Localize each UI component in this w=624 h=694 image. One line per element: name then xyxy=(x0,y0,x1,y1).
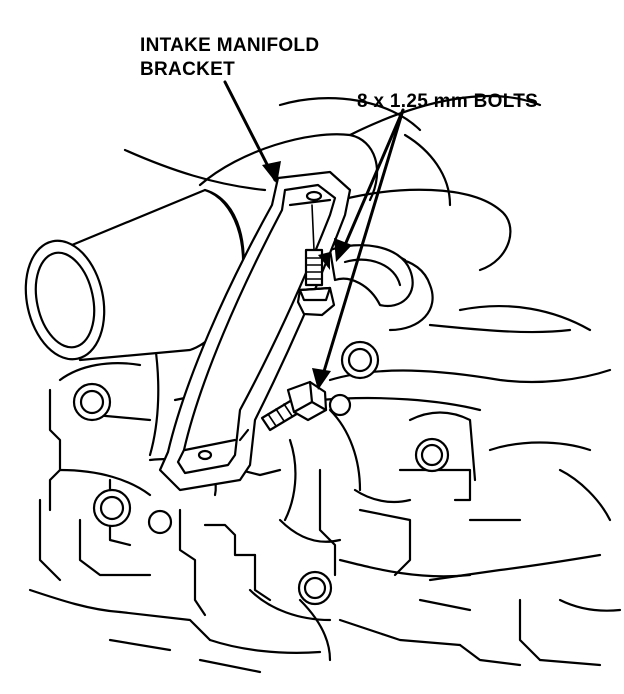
bracket-label-line2: BRACKET xyxy=(140,59,235,80)
lower-bolt xyxy=(260,380,328,432)
bolts-label: 8 x 1.25 mm BOLTS xyxy=(357,91,539,112)
arrowheads xyxy=(262,161,352,390)
leader-lines xyxy=(223,80,405,380)
pipe-cylinder xyxy=(24,188,245,362)
bracket-label-line1: INTAKE MANIFOLD xyxy=(140,35,320,56)
upper-bolt xyxy=(296,204,336,317)
mounting-holes xyxy=(72,340,450,606)
bracket-label: INTAKE MANIFOLD BRACKET xyxy=(140,34,319,82)
coolant-tube xyxy=(328,244,414,308)
